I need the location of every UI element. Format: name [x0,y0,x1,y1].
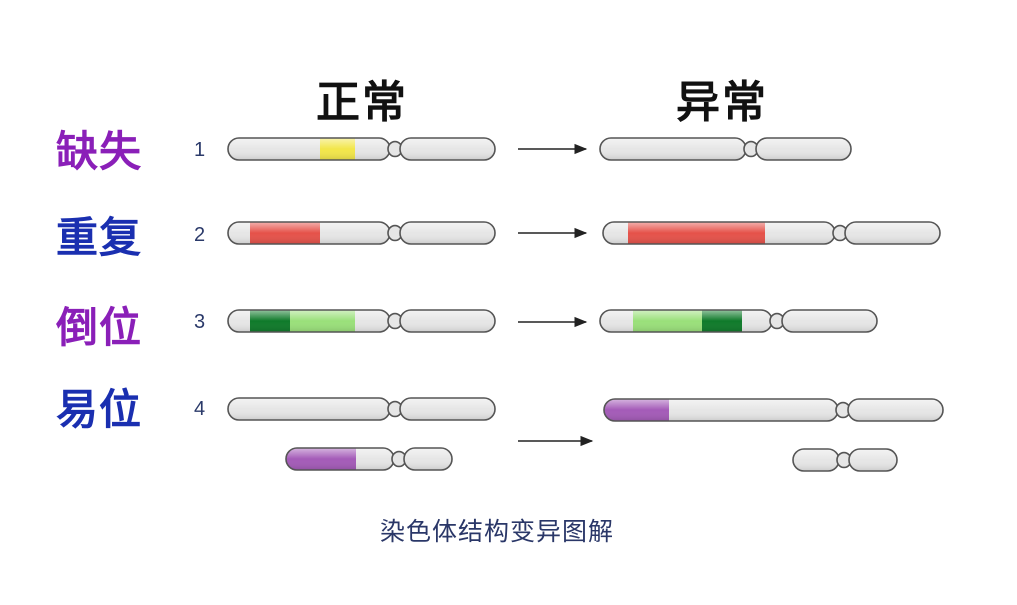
row-number-2: 2 [194,224,206,246]
label-translocation: 易位 [56,385,143,434]
row-number-3: 3 [194,311,206,333]
label-deletion: 缺失 [56,127,143,176]
chromosome-1-abnormal [599,137,852,161]
header-abnormal: 异常 [676,77,768,128]
label-duplication: 重复 [56,213,143,262]
chromosome-2-abnormal [602,221,941,245]
row-number-4: 4 [194,398,206,420]
arrows-layer [518,143,594,447]
chromosome-2-normal [227,221,496,245]
label-inversion: 倒位 [56,303,143,352]
chromosomes-layer [227,137,944,472]
header-normal: 正常 [316,77,408,128]
chromosome-1-normal [227,137,496,161]
chromosome-4a-normal [227,397,496,421]
chromosome-3-abnormal [599,309,878,333]
chromosome-3-normal [227,309,496,333]
row-number-1: 1 [194,139,206,161]
diagram-caption: 染色体结构变异图解 [380,517,615,546]
chromosome-4b-normal [285,447,453,471]
chromosome-4a-abnormal [603,398,944,422]
chromosome-4b-abnormal [792,448,898,472]
